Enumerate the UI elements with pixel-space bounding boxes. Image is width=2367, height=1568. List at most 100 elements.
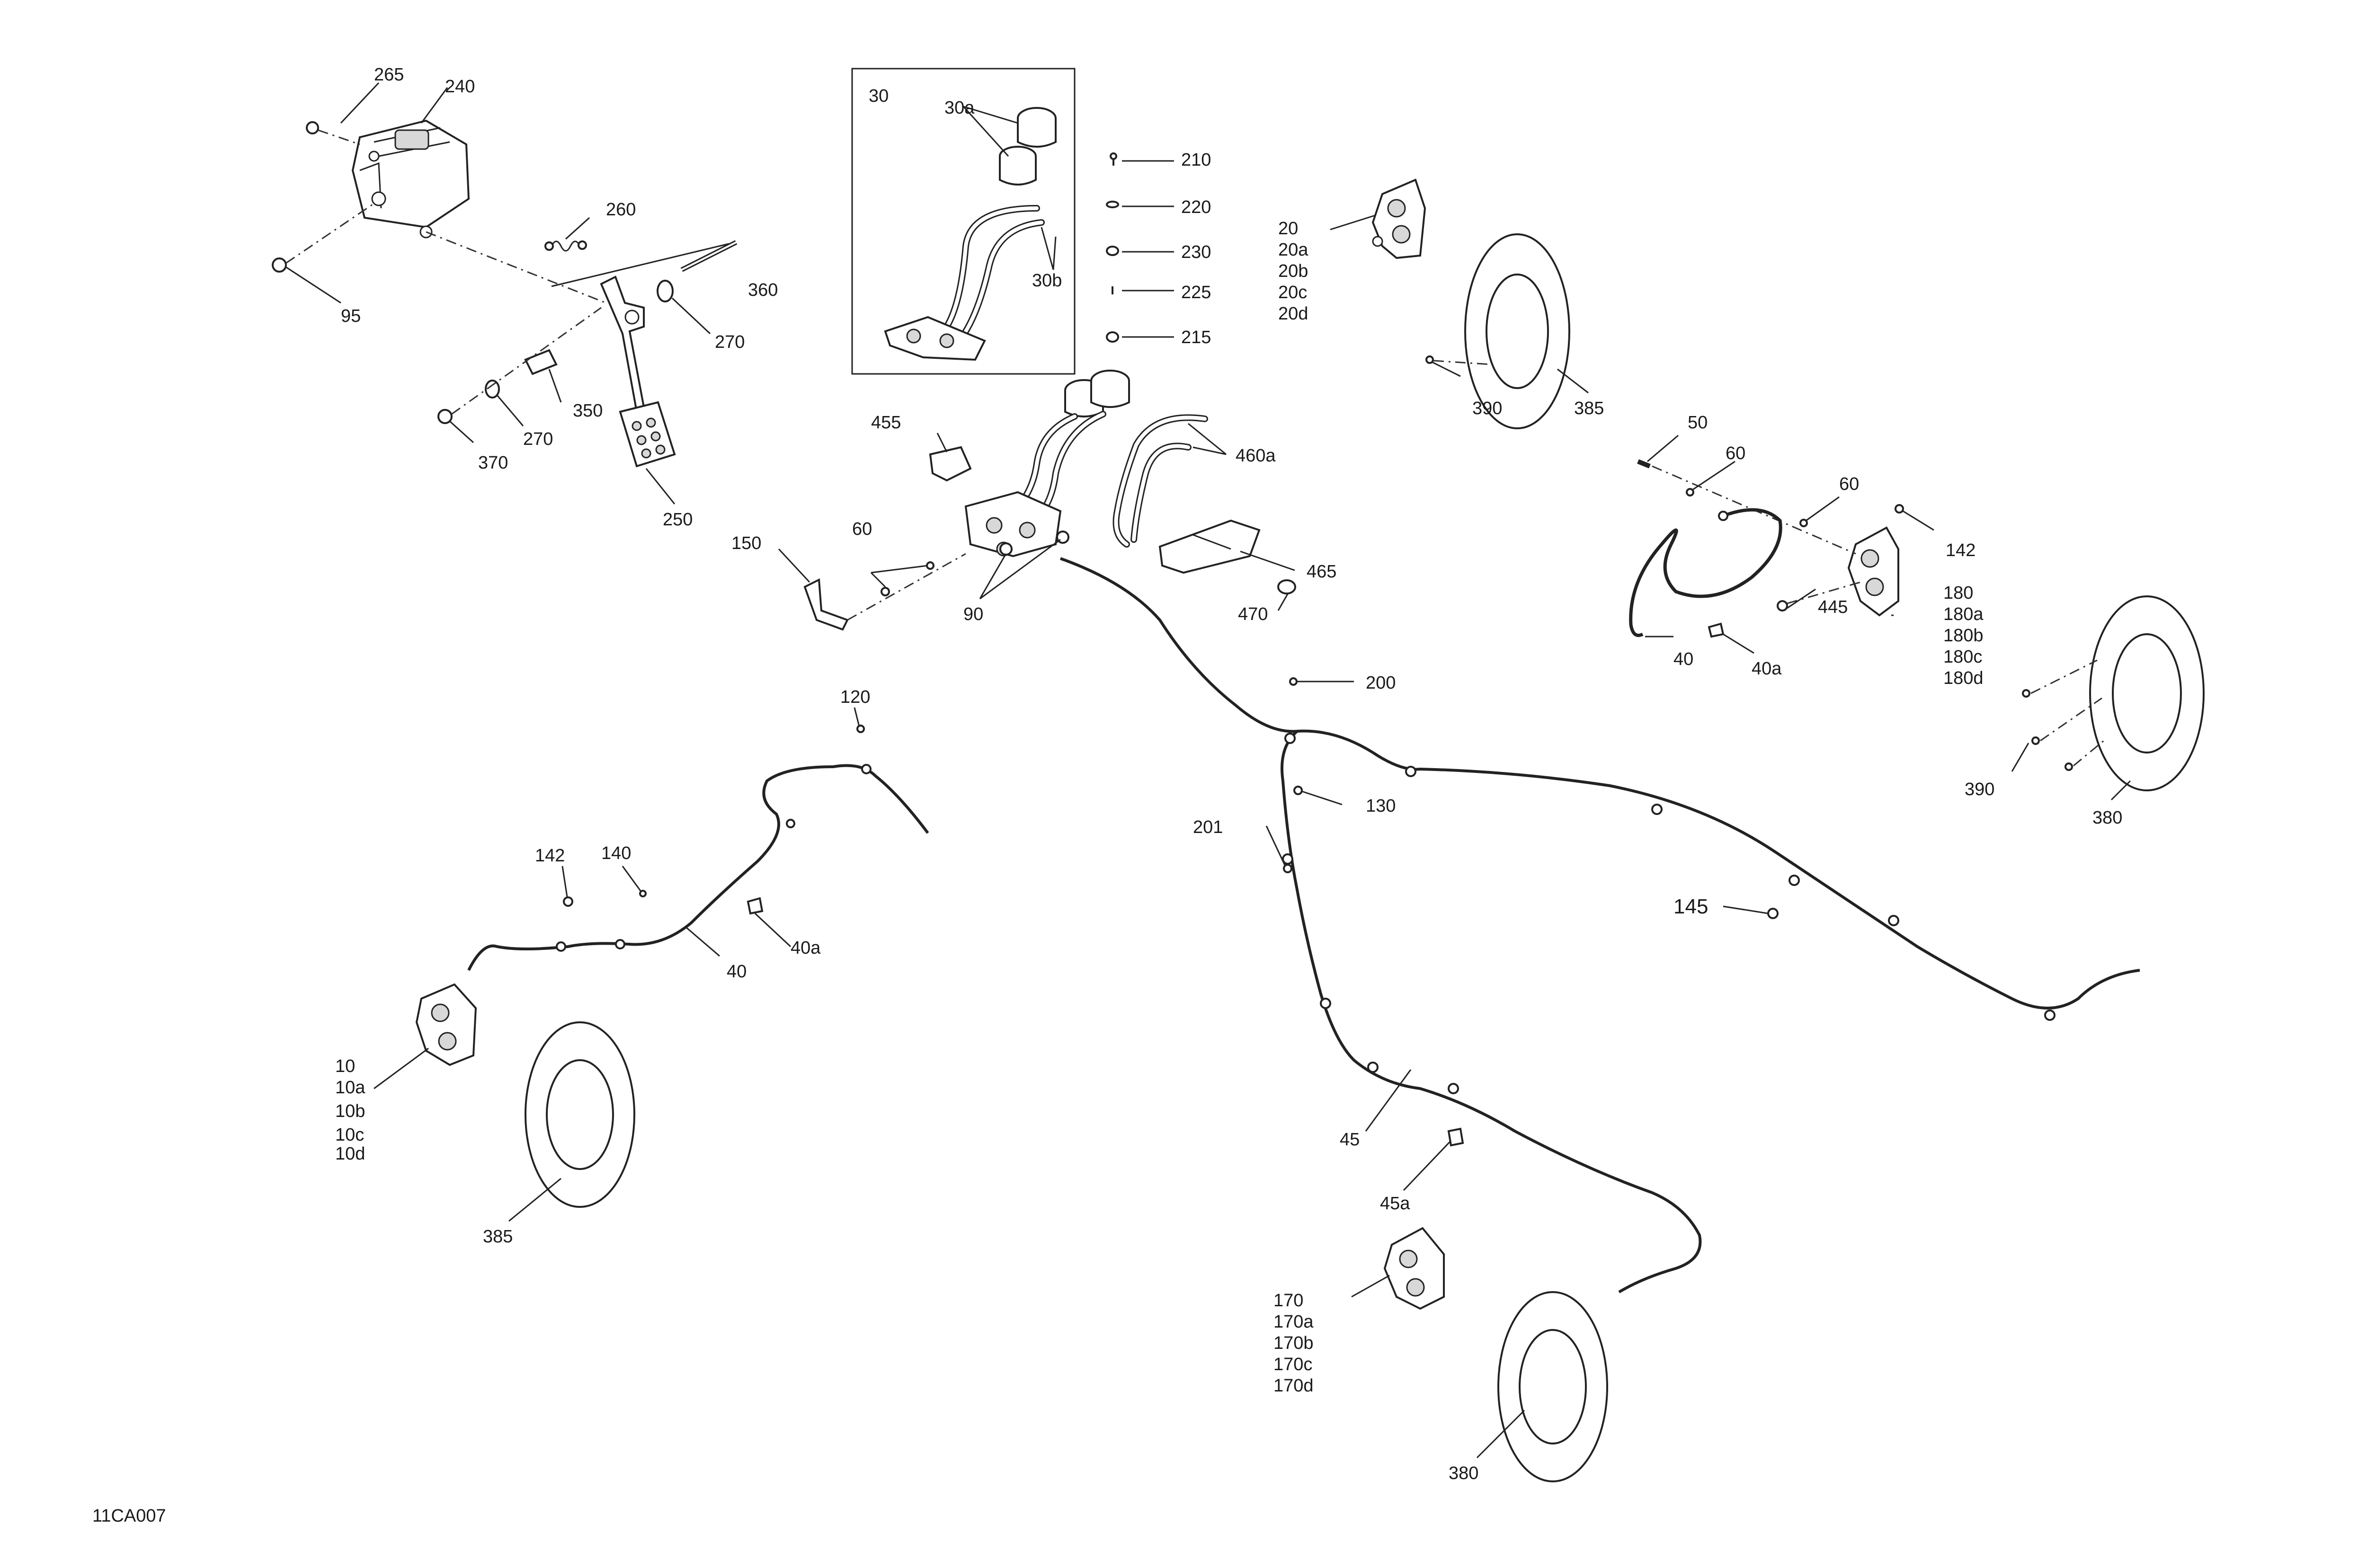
label-180d: 180d [1943, 668, 1984, 688]
washers-60 [881, 561, 934, 596]
label-60a: 60 [852, 519, 872, 539]
washer-60c [1799, 519, 1808, 527]
clip-40a-right [1708, 622, 1725, 638]
diagram-code: 11CA007 [92, 1506, 166, 1526]
label-45: 45 [1340, 1130, 1360, 1150]
label-220: 220 [1181, 197, 1211, 217]
label-150: 150 [731, 533, 761, 553]
label-20: 20 [1278, 219, 1298, 239]
bolt-142b [563, 896, 573, 907]
label-20d: 20d [1278, 304, 1308, 324]
label-260: 260 [606, 200, 636, 220]
switch-150 [803, 578, 849, 631]
shaft-360 [680, 240, 738, 272]
caliper-20 [1371, 178, 1426, 259]
label-10: 10 [335, 1056, 355, 1076]
clip-45a [1447, 1127, 1464, 1147]
washer-470 [1277, 579, 1296, 594]
inset-box-30 [851, 68, 1076, 375]
label-210: 210 [1181, 150, 1211, 170]
rotor-385-front-left [525, 1021, 635, 1208]
label-240: 240 [445, 77, 475, 97]
label-170c: 170c [1273, 1355, 1312, 1374]
bolt-200 [1289, 677, 1298, 686]
bolt-130 [1293, 786, 1303, 795]
bushing-270 [657, 280, 674, 302]
label-390a: 390 [1472, 399, 1502, 418]
label-142b: 142 [535, 846, 565, 866]
caliper-170 [1383, 1227, 1445, 1310]
label-360: 360 [748, 280, 778, 300]
label-50: 50 [1688, 413, 1708, 433]
bolt-145 [1767, 908, 1779, 919]
label-170b: 170b [1273, 1333, 1314, 1353]
label-265: 265 [374, 65, 404, 85]
clips-main [1282, 733, 2056, 1094]
label-40a: 40 [1673, 649, 1693, 669]
brake-line-main [1059, 557, 2140, 1293]
label-120: 120 [840, 687, 870, 707]
label-180a: 180a [1943, 604, 1984, 624]
label-390b: 390 [1965, 780, 1994, 799]
bolt-265 [306, 121, 319, 134]
label-460a: 460a [1236, 446, 1276, 466]
label-200: 200 [1366, 673, 1396, 693]
label-370: 370 [478, 453, 508, 473]
spring-260 [544, 240, 587, 252]
rotor-380-rear-right [2089, 595, 2205, 791]
label-270b: 270 [523, 429, 553, 449]
label-465: 465 [1307, 562, 1336, 582]
part-labels: 265 240 260 95 360 270 350 270 370 250 3… [92, 65, 2122, 1526]
clip-40a-left [747, 897, 764, 915]
label-215: 215 [1181, 328, 1211, 347]
label-60b: 60 [1726, 443, 1745, 463]
label-140: 140 [601, 843, 631, 863]
washer-60b [1686, 488, 1694, 496]
bolt-142 [1895, 504, 1904, 514]
label-60c: 60 [1839, 474, 1859, 494]
label-385b: 385 [483, 1227, 513, 1247]
label-145: 145 [1673, 895, 1708, 918]
label-350: 350 [573, 401, 603, 421]
nut-95 [272, 257, 287, 273]
hardware-stack [1106, 152, 1119, 343]
bolt-120 [856, 725, 865, 733]
bushing-270b [485, 380, 500, 399]
leader-lines [286, 82, 2131, 1459]
label-142a: 142 [1946, 540, 1975, 560]
label-95: 95 [341, 306, 361, 326]
label-10a: 10a [335, 1078, 365, 1098]
bolt-445 [1777, 600, 1788, 611]
brake-line-40-left [467, 764, 929, 971]
label-201: 201 [1193, 817, 1223, 837]
label-445: 445 [1818, 597, 1848, 617]
caliper-10 [415, 983, 477, 1066]
label-385a: 385 [1574, 399, 1604, 418]
label-380a: 380 [2092, 808, 2122, 828]
label-90: 90 [963, 604, 983, 624]
brake-line-40-right [1629, 508, 1782, 637]
rotor-380-rear-left [1497, 1291, 1608, 1482]
label-20c: 20c [1278, 283, 1307, 302]
label-10d: 10d [335, 1144, 365, 1164]
pedal-bracket [351, 119, 470, 239]
label-30: 30 [869, 86, 889, 106]
label-40ab: 40a [791, 938, 821, 958]
label-10b: 10b [335, 1101, 365, 1121]
label-470: 470 [1238, 604, 1268, 624]
label-170d: 170d [1273, 1376, 1314, 1396]
label-230: 230 [1181, 242, 1211, 262]
label-20a: 20a [1278, 240, 1308, 260]
label-170a: 170a [1273, 1312, 1314, 1332]
master-cylinder-reservoirs [1064, 370, 1130, 417]
label-30b: 30b [1032, 271, 1062, 291]
label-40aa: 40a [1752, 659, 1782, 679]
label-45a: 45a [1380, 1194, 1410, 1214]
valve-455 [929, 446, 972, 482]
label-130: 130 [1366, 796, 1396, 816]
label-170: 170 [1273, 1291, 1303, 1311]
label-20b: 20b [1278, 261, 1308, 281]
pedal-250 [600, 275, 676, 468]
